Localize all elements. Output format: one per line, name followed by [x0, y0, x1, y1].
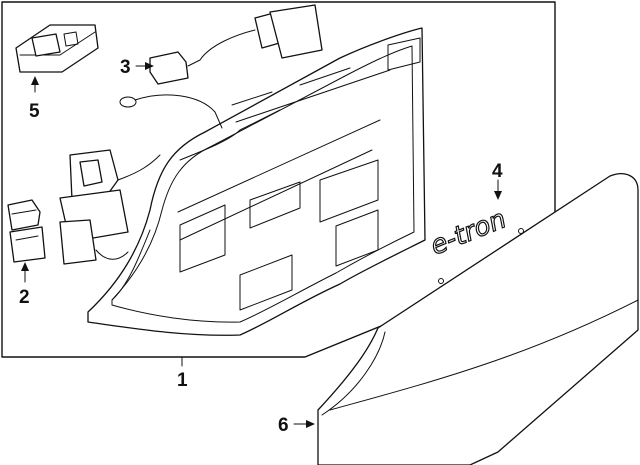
tail-lamp-housing	[87, 27, 426, 336]
leader-lines	[21, 62, 502, 428]
callout-3: 3	[120, 57, 131, 78]
bulb-socket	[7, 199, 46, 263]
callout-1: 1	[177, 370, 188, 391]
callout-4: 4	[492, 161, 503, 182]
license-lamp	[15, 24, 99, 73]
ground-wire	[119, 94, 223, 129]
callout-5: 5	[29, 101, 40, 122]
callout-6: 6	[278, 415, 289, 436]
socket-and-harness	[59, 149, 161, 265]
wiring-harness	[149, 4, 323, 85]
quarter-trim-panel	[317, 173, 639, 465]
callout-2: 2	[19, 287, 30, 308]
